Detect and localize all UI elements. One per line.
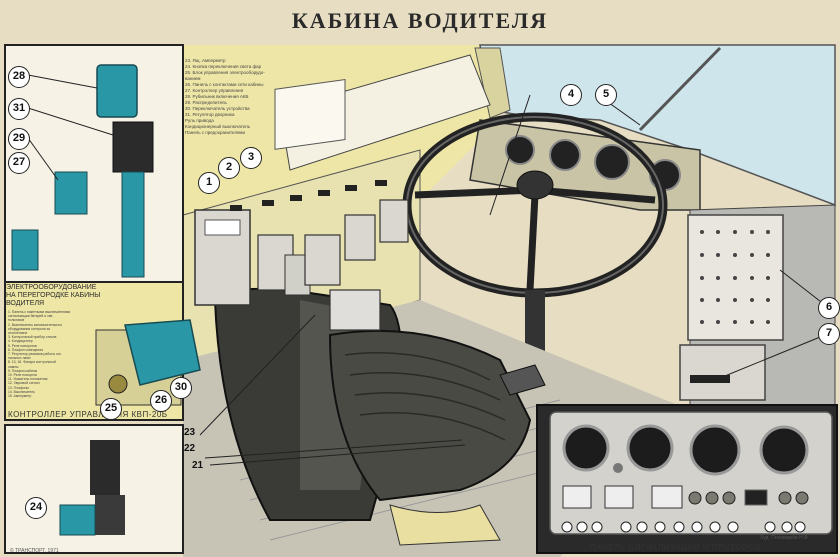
legend-line: 28. Рубильник включения АКБ (185, 94, 249, 99)
inset-list-line: 15. Амперметр (8, 394, 32, 399)
callout-24: 24 (25, 497, 47, 519)
inset-list-line: сигнализации батарей и све- (8, 314, 54, 319)
footnote-right: Худ. Пономарёв Н.Ф. (760, 535, 810, 541)
legend: 23. Ящ. Амперметр 24. Кнопка переключени… (185, 58, 365, 136)
fuse-panel-knobs (700, 230, 770, 324)
partition-vents (230, 180, 387, 211)
inset-list-line: лампы (8, 364, 19, 369)
callout-4: 4 (560, 84, 582, 106)
side-box-slot (690, 375, 730, 383)
callout-29: 29 (8, 128, 30, 150)
inset-box-24 (59, 504, 96, 536)
callout-5: 5 (595, 84, 617, 106)
instrument-panel-meters (562, 485, 768, 509)
instrument-panel-gauges (562, 424, 809, 476)
legend-line: 23. Ящ. Амперметр (185, 58, 226, 63)
callout-26: 26 (150, 390, 172, 412)
inset-controller-caption: КОНТРОЛЛЕР УПРАВЛЕНИЯ КВП-20Б (8, 410, 168, 419)
legend-line: 31. Регулятор дворника (185, 112, 235, 117)
legend-line: 29. Распределитель (185, 100, 227, 105)
dashboard-gauges (505, 135, 681, 191)
controller-kvp-20b (124, 319, 201, 386)
inset-list-line: 11. Указатель положения (8, 377, 48, 382)
label-23: 23 (184, 427, 196, 438)
callout-1: 1 (198, 172, 220, 194)
callout-6: 6 (818, 297, 840, 319)
legend-line: Кондиционерный выключатель (185, 124, 250, 129)
callout-7: 7 (818, 323, 840, 345)
inset-list-line: 4. Кондиционер (8, 339, 33, 344)
callout-31: 31 (8, 98, 30, 120)
inset-seat-back (90, 440, 120, 495)
sunshade-plate (274, 78, 346, 150)
inset-switch-30 (96, 64, 138, 118)
legend-line: 27. Контроллер управления (185, 88, 244, 93)
instrument-panel-lamps (688, 491, 809, 505)
controller-knob (108, 374, 128, 394)
inset-switch-29 (54, 171, 88, 215)
inset-list-line: 9. Плафон кабины (8, 368, 38, 373)
inset-switch-28 (11, 229, 39, 271)
instrument-panel-number-marks (561, 521, 806, 533)
legend-line: Панель с предохранителями (185, 130, 246, 135)
inset-seat-base (95, 495, 125, 535)
inset-list-line: 5. Реле поворотов (8, 343, 37, 348)
inset-list-line: 14. Выключатель (8, 389, 35, 394)
seat-cushion-stitching (344, 352, 506, 441)
pedal (499, 364, 546, 396)
inset-list-line: тильников (8, 318, 25, 323)
poster-title: КАБИНА ВОДИТЕЛЯ (291, 8, 549, 33)
legend-line: 25. Блок управления электрооборудо- (185, 70, 265, 75)
legend-line: Руль привода (185, 118, 214, 123)
instrument-panel-caption: ПАНЕЛЬ СИГНАЛИЗАЦИИ И ПРИБОРОВ (590, 543, 761, 552)
legend-line: 24. Кнопка переключения света фар (185, 64, 262, 69)
side-box (679, 344, 766, 401)
inset-bar (121, 171, 145, 278)
inset-top-list: 1. Панель с пакетными выключателями сигн… (8, 310, 98, 398)
callout-25: 25 (100, 398, 122, 420)
inset-list-line: 1. Панель с пакетными выключателями (8, 310, 71, 314)
callout-28: 27 (8, 152, 30, 174)
callout-27: 30 (170, 377, 192, 399)
callout-30: 28 (8, 66, 30, 88)
inset-list-line: 13. Плафоны (8, 385, 29, 390)
inset-list-line: 6. Плафон освещения (8, 347, 44, 352)
electrical-boxes (194, 199, 409, 331)
inset-list-line: 3. Контрольный прибор стекла (8, 335, 57, 340)
inset-list-line: 7. Регулятор режимов работы сиг- (8, 352, 62, 357)
inset-list-line: оборудования контроля за (8, 326, 50, 331)
legend-line: 30. Переключатель устройства (185, 106, 250, 111)
inset-list-line: нальных ламп (8, 356, 31, 361)
inset-switch-31 (112, 121, 154, 173)
legend-line: 26. Панель с контактами сети кабины (185, 82, 264, 87)
callout-3: 3 (240, 147, 262, 169)
windshield-pillar (638, 46, 722, 132)
inset-list-line: 10. Реле поворота (8, 373, 37, 378)
inset-list-line: 2. Выключатель вспомогательного (8, 322, 63, 327)
inset-list-line: 8. 13, 18. Фонари контрольной (8, 360, 56, 365)
inset-top-caption: ЭЛЕКТРООБОРУДОВАНИЕ НА ПЕРЕГОРОДКЕ КАБИН… (6, 284, 101, 307)
inset-list-line: 12. Звуковой сигнал (8, 381, 40, 386)
seat-base (389, 504, 501, 546)
label-22: 22 (184, 443, 196, 454)
label-21: 21 (192, 460, 204, 471)
legend-line: ванием (185, 76, 201, 81)
footnote-left: © ТРАНСПОРТ, 1971 (10, 548, 59, 554)
inset-list-line: отоплением (8, 331, 27, 336)
callout-2: 2 (218, 157, 240, 179)
